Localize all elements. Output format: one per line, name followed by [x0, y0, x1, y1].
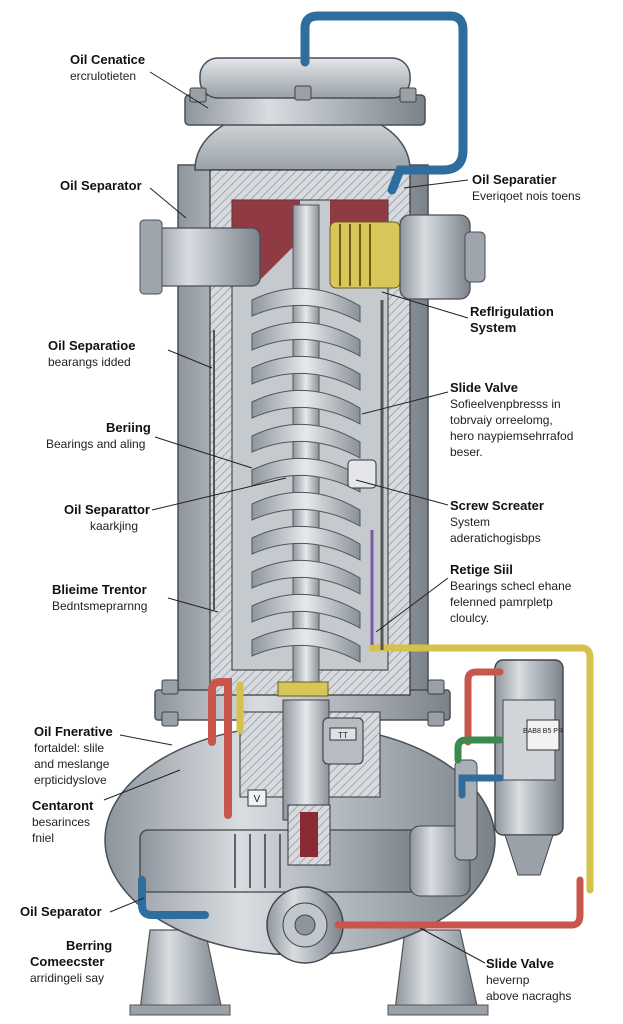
label-retige-siil: Retige Siil Bearings schecl ehane felenn… — [450, 562, 571, 626]
label-line: Bearings and aling — [46, 437, 146, 451]
label-berring-comeecster: Berring Comeecster arridingeli say — [30, 938, 112, 986]
label-slide-valve-top: Slide Valve Sofieelvenpbresss in tobrvai… — [450, 380, 573, 460]
screw-flight — [251, 491, 361, 527]
screw-flight — [251, 525, 361, 561]
label-line: Everiqoet nois toens — [472, 189, 581, 203]
label-oil-separator-top: Oil Separator — [60, 178, 142, 194]
screw-flight — [251, 457, 361, 493]
label-line: System — [450, 515, 491, 529]
label-oil-cenatice: Oil Cenatice ercrulotieten — [70, 52, 145, 84]
label-line: Sofieelvenpbresss in — [450, 397, 561, 411]
label-line: cloulcy. — [450, 611, 490, 625]
label-line: Bedntsmeprarnng — [52, 599, 148, 613]
label-line: above nacraghs — [486, 989, 572, 1003]
label-title: Oil Separatier — [472, 172, 557, 187]
label-title: Oil Separattor — [64, 502, 150, 517]
label-line: kaarkjing — [90, 519, 139, 533]
label-line: aderatichogisbps — [450, 531, 541, 545]
label-line: bearangs idded — [48, 355, 131, 369]
label-title: Reflrigulation — [470, 304, 554, 319]
support-legs — [129, 929, 489, 1016]
label-line: and meslange — [34, 757, 110, 771]
label-oil-separator-bottom: Oil Separator — [20, 904, 102, 920]
label-oil-separatier: Oil Separatier Everiqoet nois toens — [472, 172, 581, 204]
label-title: Oil Separator — [20, 904, 102, 919]
label-title: Retige Siil — [450, 562, 513, 577]
leader-lines — [103, 71, 486, 964]
label-blieime-trentor: Blieime Trentor Bedntsmeprarnng — [52, 582, 147, 614]
label-title: Oil Separatioe — [48, 338, 136, 353]
label-line: fniel — [32, 831, 55, 845]
screw-flight — [251, 593, 361, 629]
label-title: Blieime Trentor — [52, 582, 147, 597]
gauge-plate-text: V — [254, 794, 261, 805]
screw-rotor-flights — [251, 287, 361, 663]
label-title: Beriing — [106, 420, 151, 435]
screw-flight — [251, 559, 361, 595]
label-title: Centaront — [32, 798, 94, 813]
motor-plate-text: BAB8 B5 PR — [523, 728, 563, 735]
label-line: System — [470, 320, 517, 335]
label-title: Berring — [66, 938, 113, 953]
label-line: fortaldel: slile — [34, 741, 105, 755]
label-title: Slide Valve — [450, 380, 518, 395]
label-line: Bearings schecl ehane — [450, 579, 572, 593]
label-refrigulation: Reflrigulation System — [470, 304, 554, 336]
lower-bearing-housing — [239, 681, 381, 821]
label-line: beser. — [450, 445, 483, 459]
label-line: tobrvaiy orreelomg, — [450, 413, 553, 427]
screw-flight — [251, 287, 361, 323]
label-line: felenned pamrpletp — [450, 595, 553, 609]
bottom-flange-pump — [266, 886, 344, 964]
label-line: hevernp — [486, 973, 530, 987]
screw-flight — [251, 423, 361, 459]
blue-discharge-pipe — [300, 11, 468, 195]
coolant-pipes — [138, 644, 594, 929]
label-beriing: Beriing Bearings and aling — [46, 420, 151, 452]
label-line: erpticidyslove — [34, 773, 107, 787]
coupling-tag-text: TT — [338, 731, 348, 740]
label-oil-separattor: Oil Separattor kaarkjing — [64, 502, 150, 534]
label-line: Comeecster — [30, 954, 105, 969]
label-centaront: Centaront besarinces fniel — [32, 798, 93, 846]
label-oil-fnerative: Oil Fnerative fortaldel: slile and mesla… — [34, 724, 113, 788]
label-title: Oil Cenatice — [70, 52, 146, 67]
label-line: ercrulotieten — [70, 69, 137, 83]
label-slide-valve-bottom: Slide Valve hevernp above nacraghs — [486, 956, 571, 1004]
label-line: besarinces — [32, 815, 91, 829]
label-line: arridingeli say — [30, 971, 105, 985]
screw-flight — [251, 321, 361, 357]
screw-flight — [251, 389, 361, 425]
label-title: Oil Fnerative — [34, 724, 113, 739]
label-title: Slide Valve — [486, 956, 554, 971]
horizontal-drive-shaft — [139, 804, 471, 897]
label-title: Screw Screater — [450, 498, 544, 513]
screw-flight — [251, 627, 361, 663]
label-line: hero naypiemsehrrafod — [450, 429, 574, 443]
label-title: Oil Separator — [60, 178, 142, 193]
screw-flight — [251, 355, 361, 391]
label-oil-separatioe: Oil Separatioe bearangs idded — [48, 338, 135, 370]
inlet-housing — [139, 214, 486, 300]
slide-valve-rod — [213, 300, 384, 650]
small-plates: BAB8 B5 PR V TT — [247, 719, 563, 807]
label-screw-screater: Screw Screater System aderatichogisbps — [450, 498, 544, 546]
